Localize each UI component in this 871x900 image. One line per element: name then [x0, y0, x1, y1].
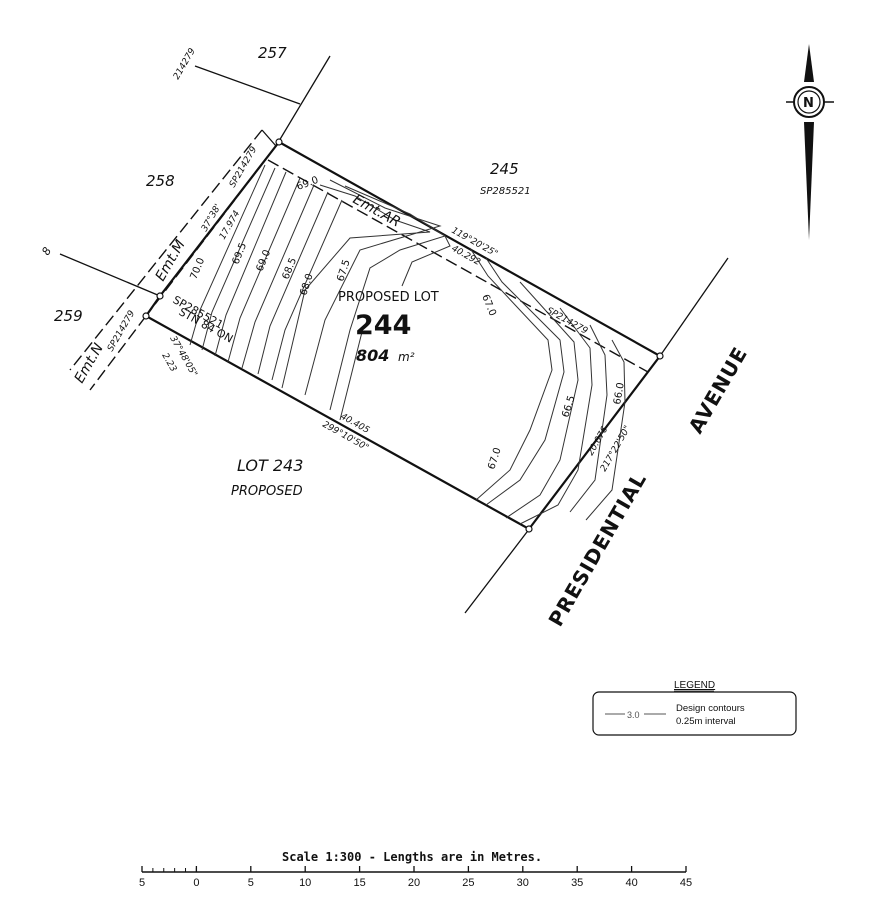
contour-label: 68.0: [298, 272, 315, 297]
scale-tick-label: 15: [353, 877, 365, 889]
scale-tick-label: 30: [517, 877, 529, 889]
adjoining-boundaries: [59, 55, 729, 614]
contour-label: 69.0: [255, 248, 274, 273]
lot-243-label: LOT 243: [237, 456, 303, 475]
lot-243-status: PROPOSED: [231, 484, 303, 499]
legend: LEGEND 3.0 Design contours 0.25m interva…: [592, 680, 797, 736]
legend-line-1: Design contours: [676, 703, 745, 714]
scale-tick-label: 10: [299, 877, 311, 889]
lot-244-boundary: [142, 138, 664, 533]
contour-label: 67.0: [479, 293, 498, 318]
plan-ref-left-lower: SP214279: [106, 309, 138, 354]
corner-mark: [156, 292, 164, 300]
scale-tick-label: 25: [462, 877, 474, 889]
scale-tick-label: 5: [248, 877, 254, 889]
scale-tick-label: 0: [193, 877, 199, 889]
north-letter: N: [803, 96, 814, 111]
area-leader: [339, 331, 363, 421]
proposed-lot-number: 244: [355, 310, 411, 341]
legend-sample-label: 3.0: [627, 710, 640, 720]
easement-m-label: Emt.M: [153, 237, 189, 284]
road-avenue-label: AVENUE: [684, 342, 753, 437]
side-mark: 8: [39, 245, 54, 258]
lot-245-plan: SP285521: [480, 186, 531, 197]
plan-ref-right: SP214279: [545, 306, 590, 337]
scale-ticks: 5 0 5 10 15 20 25 30 35 40 45: [139, 866, 692, 889]
contour-label: 66.5: [560, 394, 577, 419]
proposed-lot-area: 804: [356, 346, 389, 365]
distance-label: 17.974: [218, 209, 243, 242]
contour-label: 67.0: [486, 446, 503, 471]
lot-258-label: 258: [146, 172, 175, 190]
scale-tick-label: 35: [571, 877, 583, 889]
easement-n-label: Emt.N: [72, 340, 108, 386]
plan-ref-left-upper: SP214279: [228, 145, 260, 190]
plan-ref-top: 214279: [172, 47, 198, 82]
corner-mark: [656, 352, 664, 360]
legend-title: LEGEND: [674, 680, 715, 691]
easement-ar-line: [267, 159, 649, 373]
scale-tick-label: 40: [625, 877, 637, 889]
corner-mark: [525, 525, 533, 533]
corner-mark: [142, 312, 150, 320]
contour-label: 68.5: [281, 256, 300, 281]
legend-box: [592, 691, 797, 736]
design-contours: [189, 164, 626, 525]
lot-257-label: 257: [258, 44, 287, 62]
scale-tick-label: 45: [680, 877, 692, 889]
proposed-lot-area-unit: m²: [398, 350, 415, 364]
scale-title: Scale 1:300 - Lengths are in Metres.: [282, 850, 542, 864]
scale-tick-label: 20: [408, 877, 420, 889]
north-arrow-needle-top: [804, 44, 814, 82]
contour-label: 69.5: [231, 241, 250, 266]
proposed-lot-caption: PROPOSED LOT: [338, 290, 439, 305]
plan-references: 214279 SP214279 SP214279 SP214279 STN 84…: [39, 47, 589, 354]
north-arrow-inner-ring: [797, 90, 821, 114]
contour-label: 66.0: [612, 382, 627, 406]
corner-mark: [275, 138, 283, 146]
road-labels: AVENUE PRESIDENTIAL: [544, 342, 753, 630]
scale-tick-label: 5: [139, 877, 145, 889]
north-arrow-needle-bottom: [804, 122, 814, 240]
north-arrow: N: [786, 44, 834, 240]
lot-259-label: 259: [54, 307, 83, 325]
lot-labels: 257 258 259 245 SP285521 LOT 243 PROPOSE…: [54, 44, 531, 499]
proposed-lot-block: PROPOSED LOT 244 804 m²: [338, 290, 439, 365]
contour-label: 70.0: [189, 256, 208, 281]
legend-line-2: 0.25m interval: [676, 716, 736, 727]
road-presidential-label: PRESIDENTIAL: [544, 468, 652, 631]
distance-label: 2.23: [159, 352, 178, 375]
distance-label: 20.076: [586, 425, 611, 458]
lot-245-label: 245: [490, 160, 519, 178]
